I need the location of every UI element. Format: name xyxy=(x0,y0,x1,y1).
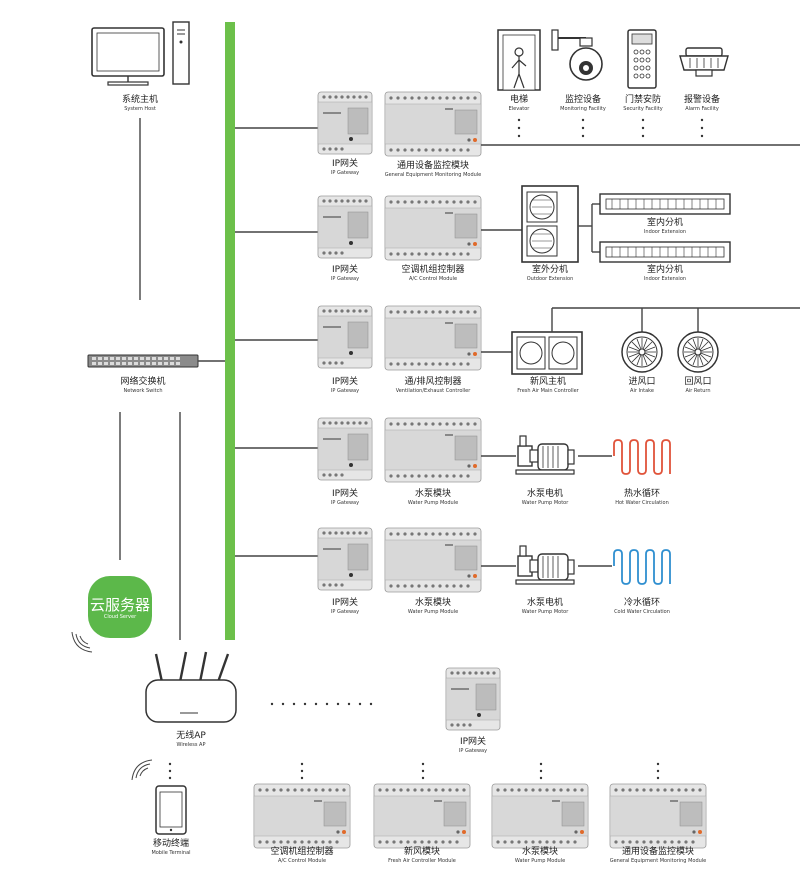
ip-gateway-device-row4 xyxy=(317,417,373,481)
ac-control-module-device-row2 xyxy=(384,195,482,261)
mobile-terminal-icon xyxy=(155,785,187,835)
system-host-icon xyxy=(91,21,190,86)
network-bus xyxy=(225,22,235,640)
wireless-ap-icon xyxy=(145,651,237,723)
outdoor-unit-icon xyxy=(521,185,579,263)
fresh-air-unit-icon xyxy=(511,331,583,375)
ip-gateway-device-row1 xyxy=(317,91,373,155)
cold-water-coil-icon xyxy=(613,549,671,585)
cloud-server-icon xyxy=(88,576,152,638)
wifi-signal-icon xyxy=(71,631,93,653)
ip-gateway-device-row5 xyxy=(317,527,373,591)
ac-control-module-device-bottom xyxy=(253,783,351,849)
ap-to-terminal-dots xyxy=(168,762,172,780)
alarm-icon xyxy=(679,47,729,77)
water-pump-module-device-row4 xyxy=(384,417,482,483)
general-monitoring-module-device-bottom xyxy=(609,783,707,849)
ventilation-controller-device-row3 xyxy=(384,305,482,371)
air-intake-icon xyxy=(621,331,663,373)
elevator-icon xyxy=(497,29,541,91)
ip-gateway-device-row3 xyxy=(317,305,373,369)
indoor-unit-icon xyxy=(599,241,731,263)
pump-icon xyxy=(515,545,575,585)
general-monitoring-module-device-row1 xyxy=(384,91,482,157)
air-return-icon xyxy=(677,331,719,373)
water-pump-module-device-bottom xyxy=(491,783,589,849)
network-switch-icon xyxy=(87,354,199,368)
keypad-icon xyxy=(627,29,657,89)
fresh-air-module-device-bottom xyxy=(373,783,471,849)
horizontal-ellipsis xyxy=(270,702,373,706)
water-pump-module-device-row5 xyxy=(384,527,482,593)
ip-gateway-device-row2 xyxy=(317,195,373,259)
ip-gateway-device-bottom xyxy=(445,667,501,731)
hot-water-coil-icon xyxy=(613,439,671,475)
indoor-unit-icon xyxy=(599,193,731,215)
mobile-signal-icon xyxy=(131,759,153,781)
pump-icon xyxy=(515,435,575,475)
camera-icon xyxy=(551,29,603,81)
